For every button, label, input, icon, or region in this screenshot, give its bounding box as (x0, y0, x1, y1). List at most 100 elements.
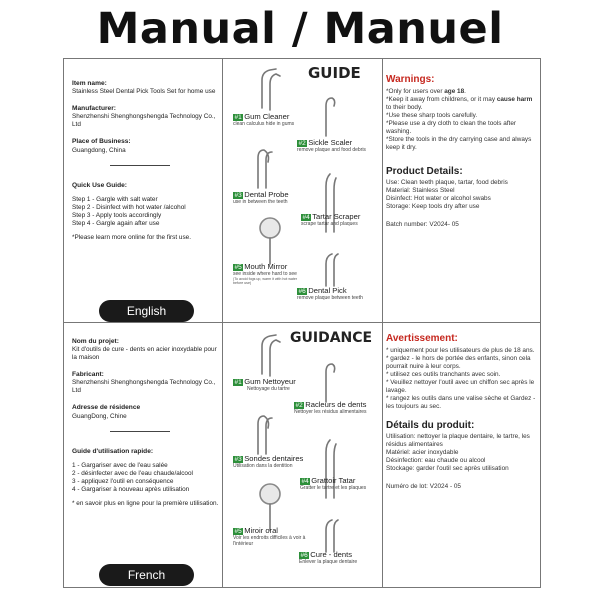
warning-item: * utilisez ces outils tranchants avec so… (386, 370, 501, 378)
product-details-title: Détails du produit: (386, 419, 475, 431)
tool-caption: use in between the teeth (233, 199, 288, 205)
step-item: 1 - Gargariser avec de l'eau salée (72, 461, 168, 469)
language-label-french: French (99, 564, 194, 586)
tool-number-badge: #1 (233, 379, 244, 386)
step-item: Step 4 - Gargle again after use (72, 219, 160, 227)
tool-caption: see inside where hard to see (233, 271, 297, 277)
place: GuangDong, Chine (72, 412, 127, 420)
manual-frame (63, 58, 541, 588)
warnings-title: Warnings: (386, 74, 435, 85)
learn-more-note: *Please learn more online for the first … (72, 233, 191, 241)
tool-name: Dental Probe (244, 190, 289, 199)
tool-name: Cure - dents (310, 550, 353, 559)
column-divider-right (382, 58, 383, 588)
warning-item: * gardez - le hors de portée des enfants… (386, 354, 531, 370)
warning-item: *Please use a dry cloth to clean the too… (386, 119, 517, 135)
item-name: Kit d'outils de cure - dents en acier in… (72, 346, 217, 362)
tool-number-badge: #2 (297, 140, 308, 147)
tool-number-badge: #5 (233, 528, 244, 535)
warning-item: *Store the tools in the dry carrying cas… (386, 135, 532, 151)
tool-number-badge: #4 (300, 478, 311, 485)
item-name-label: Item name: (72, 80, 107, 87)
tool-name: Gum Nettoyeur (244, 377, 296, 386)
detail-item: Matériel: acier inoxydable (386, 449, 459, 456)
batch-number: Batch number: V2024- 05 (386, 221, 459, 228)
section-divider (63, 322, 541, 323)
detail-item: Storage: Keep tools dry after use (386, 203, 480, 210)
tool-caption: Nettoyage du tartre (247, 386, 290, 392)
column-divider-left (222, 58, 223, 588)
tool-number-badge: #3 (233, 456, 244, 463)
tool-name: Dental Pick (308, 286, 347, 295)
tool-number-badge: #2 (294, 402, 305, 409)
quick-use-label: Quick Use Guide: (72, 181, 127, 189)
tool-caption: clean calculus hide in gums (233, 121, 295, 127)
batch-number: Numéro de lot: V2024 - 05 (386, 483, 461, 490)
tool-name: Tartar Scraper (312, 212, 361, 221)
warning-item: * uniquement pour les utilisateurs de pl… (386, 346, 535, 354)
tool-name: Mouth Mirror (244, 262, 288, 271)
warning-item: *Keep it away from childrens, or it may … (386, 95, 533, 111)
tool-caption: remove plaque between teeth (297, 295, 363, 301)
step-item: 4 - Gargariser à nouveau après utilisati… (72, 485, 190, 493)
tool-caption: scrape tartar and plaques (301, 221, 358, 227)
tool-name: Sondes dentaires (244, 454, 304, 463)
french-info-panel: Nom du projet: Kit d'outils de cure - de… (72, 338, 220, 508)
step-item: 2 - désinfecter avec de l'eau chaude/alc… (72, 469, 193, 477)
manufacturer: Shenzhenshi Shenghongshengda Technology … (72, 113, 216, 129)
item-name: Stainless Steel Dental Pick Tools Set fo… (72, 88, 216, 96)
manufacturer-label: Manufacturer: (72, 105, 116, 113)
tool-name: Racleurs de dents (305, 400, 367, 409)
warning-item: *Only for users over age 18. (386, 87, 466, 95)
tool-name: Sickle Scaler (308, 138, 353, 147)
separator (110, 430, 170, 432)
english-info-panel: Item name: Stainless Steel Dental Pick T… (72, 80, 220, 242)
step-item: Step 3 - Apply tools accordingly (72, 211, 162, 219)
warning-item: *Use these sharp tools carefully. (386, 111, 478, 119)
detail-item: Material: Stainless Steel (386, 187, 455, 194)
tool-name: Miroir oral (244, 526, 278, 535)
tool-number-badge: #6 (297, 288, 308, 295)
detail-item: Désinfection: eau chaude ou alcool (386, 457, 486, 464)
guide-title: GUIDE (308, 64, 361, 82)
detail-item: Use: Clean teeth plaque, tartar, food de… (386, 179, 508, 186)
tool-number-badge: #1 (233, 114, 244, 121)
detail-item: Stockage: garder l'outil sec après utili… (386, 465, 509, 472)
tool-caption: Gratter le tartre et les plaques (300, 485, 367, 491)
tool-number-badge: #6 (299, 552, 310, 559)
tool-number-badge: #3 (233, 192, 244, 199)
page-title: Manual / Manuel (96, 4, 504, 54)
detail-item: Utilisation: nettoyer la plaque dentaire… (386, 433, 530, 448)
tool-name: Grattoir Tatar (311, 476, 356, 485)
tool-caption-note: (To avoid fogs up, warm it with hot wate… (233, 277, 298, 285)
warning-item: * rangez les outils dans une valise sèch… (386, 394, 536, 410)
quick-use-label: Guide d'utilisation rapide: (72, 447, 154, 455)
place: Guangdong, China (72, 146, 126, 154)
english-warnings-panel: Warnings: *Only for users over age 18. *… (386, 74, 536, 229)
french-warnings-panel: Avertissement: * uniquement pour les uti… (386, 333, 536, 491)
warning-item: * Veuillez nettoyer l'outil avec un chif… (386, 378, 535, 394)
place-label: Place of Business: (72, 138, 131, 146)
learn-more-note: * en savoir plus en ligne pour la premiè… (72, 499, 219, 507)
step-item: Step 1 - Gargle with salt water (72, 195, 158, 203)
tool-caption: remove plaque and food debris (297, 147, 366, 153)
place-label: Adresse de résidence (72, 404, 141, 412)
step-item: Step 2 - Disinfect with hot water /alcoh… (72, 203, 186, 211)
tool-name: Gum Cleaner (244, 112, 290, 121)
tool-caption: Voir les endroits difficiles à voir à l'… (233, 535, 306, 547)
detail-item: Disinfect: Hot water or alcohol swabs (386, 195, 491, 202)
tool-caption: Enlever la plaque dentaire (299, 559, 358, 565)
guidance-title: GUIDANCE (290, 330, 373, 346)
warnings-title: Avertissement: (386, 333, 458, 344)
